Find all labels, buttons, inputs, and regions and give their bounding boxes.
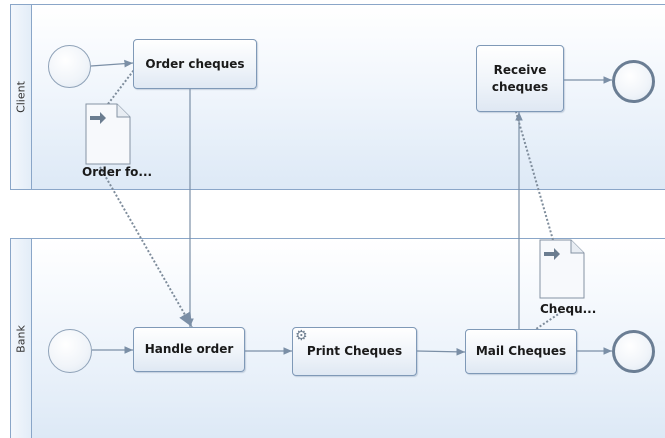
arrow-right-icon bbox=[544, 248, 560, 260]
client-start-event[interactable] bbox=[48, 45, 91, 88]
task-mail-cheques-label: Mail Cheques bbox=[475, 344, 567, 358]
task-order-cheques-label: Order cheques bbox=[145, 56, 245, 71]
task-receive-cheques[interactable]: Receive cheques bbox=[476, 45, 564, 112]
data-object-cheques[interactable] bbox=[539, 239, 585, 299]
task-handle-order[interactable]: Handle order bbox=[133, 327, 245, 372]
gear-icon: ⚙ bbox=[295, 328, 308, 344]
task-print-cheques[interactable]: ⚙ Print Cheques bbox=[292, 327, 417, 376]
task-mail-cheques[interactable]: Mail Cheques bbox=[465, 329, 577, 374]
bank-end-event[interactable] bbox=[612, 330, 655, 373]
data-object-order-form[interactable] bbox=[85, 103, 131, 165]
bank-start-event[interactable] bbox=[48, 329, 92, 373]
task-order-cheques[interactable]: Order cheques bbox=[133, 39, 257, 89]
task-receive-cheques-label: Receive cheques bbox=[491, 62, 549, 94]
association-mail-cheques-to-cheques[interactable] bbox=[532, 312, 561, 332]
lane-header-client: Client bbox=[11, 5, 32, 189]
flow-client-start-to-order-cheques[interactable] bbox=[90, 59, 134, 68]
association-order-form-to-handle-order[interactable] bbox=[99, 166, 193, 328]
association-cheques-to-receive-cheques[interactable] bbox=[515, 111, 554, 241]
task-handle-order-label: Handle order bbox=[144, 342, 234, 356]
task-print-cheques-label: Print Cheques bbox=[306, 344, 403, 358]
flow-print-cheques-to-mail-cheques[interactable] bbox=[416, 347, 466, 356]
data-object-order-form-label: Order fo... bbox=[82, 165, 153, 179]
lane-header-bank: Bank bbox=[11, 239, 32, 438]
data-object-cheques-label: Chequ... bbox=[540, 302, 597, 316]
arrow-right-icon bbox=[90, 112, 106, 124]
client-end-event[interactable] bbox=[612, 60, 655, 103]
